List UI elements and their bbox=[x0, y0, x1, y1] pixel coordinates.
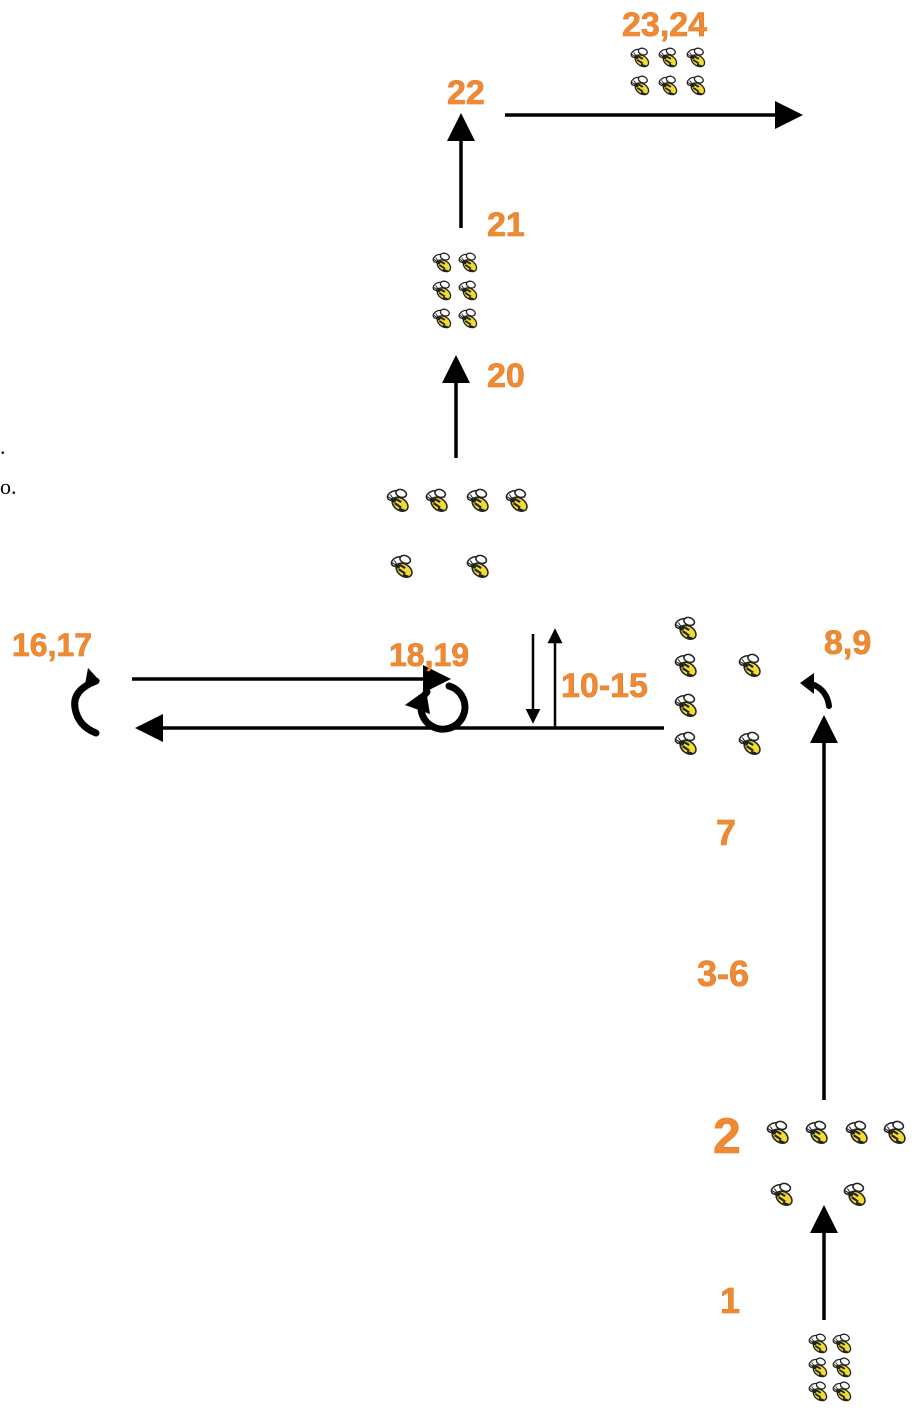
bee-icon bbox=[505, 488, 531, 514]
count-label-7: 7 bbox=[716, 812, 736, 853]
bee-icon bbox=[808, 1333, 830, 1355]
bee-icon bbox=[658, 47, 680, 69]
count-label-3-6: 3-6 bbox=[697, 953, 749, 994]
edge-text-2: o. bbox=[0, 474, 17, 499]
turn-left-icon bbox=[800, 673, 832, 709]
edge-text-1: . bbox=[0, 434, 6, 459]
bee-group bbox=[386, 47, 909, 1403]
bee-icon bbox=[458, 308, 480, 330]
count-label-18-19: 18,19 bbox=[389, 637, 469, 673]
bee-icon bbox=[674, 693, 700, 719]
count-label-16-17: 16,17 bbox=[12, 627, 92, 663]
bee-icon bbox=[832, 1357, 854, 1379]
count-label-23-24: 23,24 bbox=[622, 6, 707, 44]
count-label-8-9: 8,9 bbox=[824, 624, 871, 662]
bee-icon bbox=[808, 1357, 830, 1379]
bee-icon bbox=[466, 554, 492, 580]
bee-icon bbox=[738, 653, 764, 679]
bee-icon bbox=[425, 488, 451, 514]
count-label-20: 20 bbox=[487, 357, 525, 395]
bee-icon bbox=[466, 488, 492, 514]
bee-icon bbox=[808, 1381, 830, 1403]
bee-icon bbox=[883, 1120, 909, 1146]
bee-icon bbox=[390, 554, 416, 580]
bee-icon bbox=[432, 280, 454, 302]
bee-icon bbox=[630, 47, 652, 69]
count-label-2: 2 bbox=[713, 1108, 741, 1164]
turn-around-icon bbox=[405, 682, 469, 733]
bee-icon bbox=[832, 1381, 854, 1403]
count-label-22: 22 bbox=[447, 74, 485, 112]
bee-icon bbox=[770, 1182, 796, 1208]
bee-icon bbox=[832, 1333, 854, 1355]
bee-icon bbox=[805, 1120, 831, 1146]
bee-icon bbox=[686, 75, 708, 97]
bee-icon bbox=[686, 47, 708, 69]
bee-icon bbox=[658, 75, 680, 97]
bee-icon bbox=[674, 616, 700, 642]
bee-icon bbox=[432, 308, 454, 330]
bee-icon bbox=[432, 252, 454, 274]
bee-icon bbox=[386, 488, 412, 514]
bee-icon bbox=[845, 1120, 871, 1146]
u-turn-icon bbox=[71, 668, 100, 737]
bee-icon bbox=[766, 1120, 792, 1146]
count-label-10-15: 10-15 bbox=[561, 667, 648, 705]
bee-icon bbox=[674, 731, 700, 757]
bee-icon bbox=[843, 1182, 869, 1208]
bee-icon bbox=[674, 653, 700, 679]
count-label-21: 21 bbox=[487, 206, 525, 244]
count-label-1: 1 bbox=[720, 1280, 740, 1321]
bee-icon bbox=[458, 252, 480, 274]
bee-icon bbox=[458, 280, 480, 302]
bee-icon bbox=[630, 75, 652, 97]
bee-icon bbox=[738, 731, 764, 757]
